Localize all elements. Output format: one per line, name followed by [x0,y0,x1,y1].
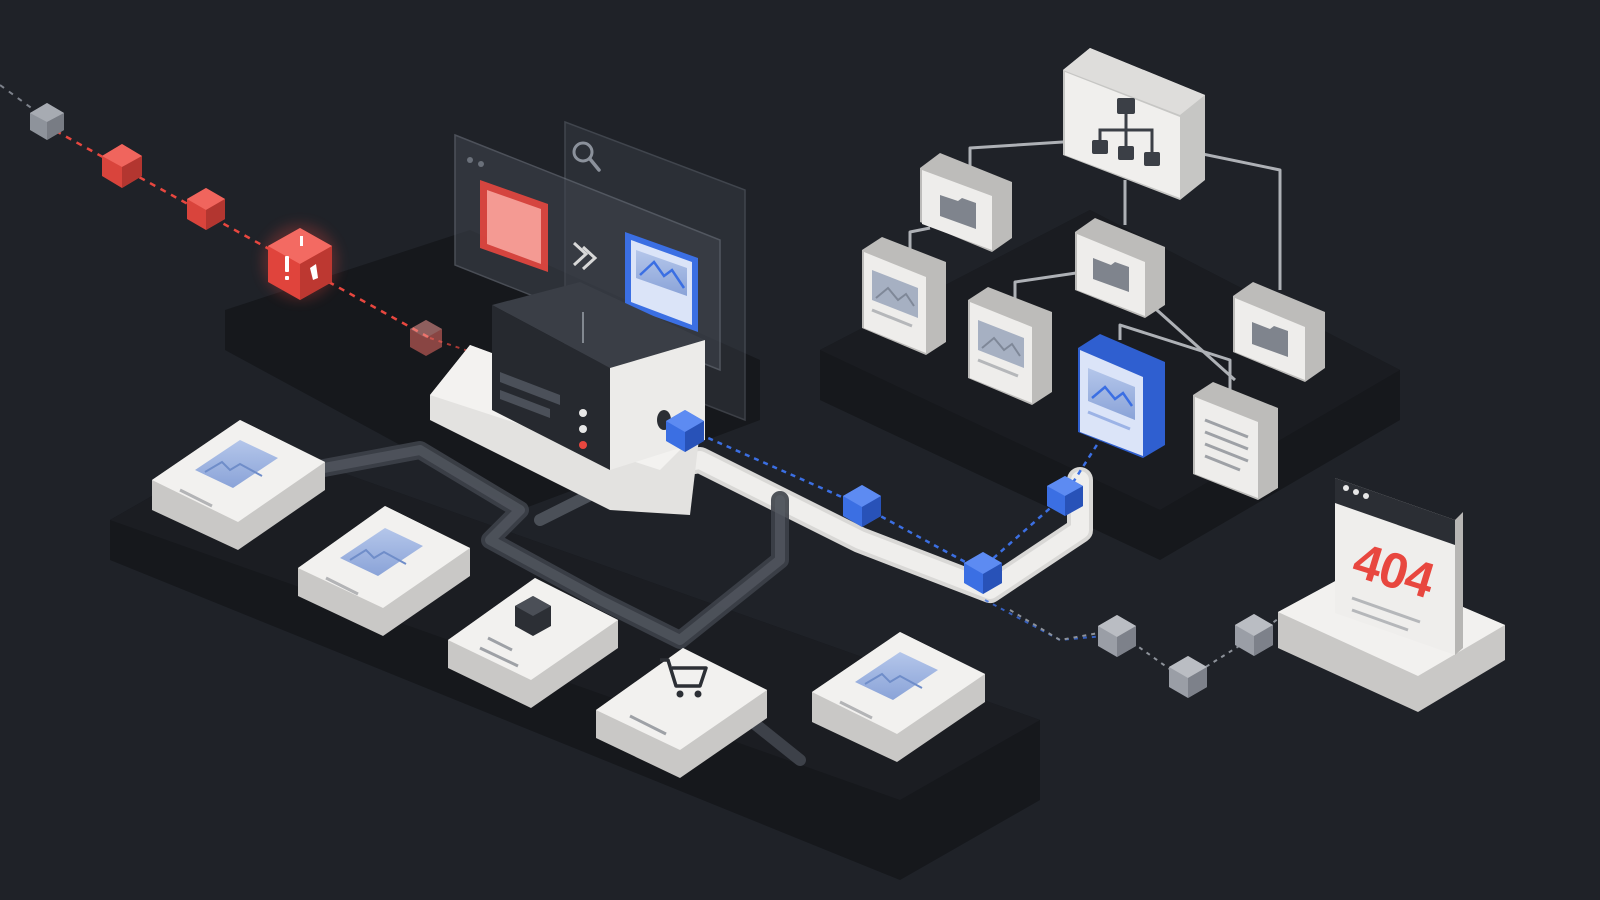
cube-icon [515,596,551,636]
red-packet [187,188,225,230]
grey-packet [1098,615,1136,657]
failed-request-path [0,84,481,356]
sitemap-icon [1063,48,1205,200]
blue-packet [843,485,881,527]
page-card-image [298,506,470,636]
browser-window-icon [1335,478,1463,655]
blue-packet [666,410,704,452]
document-icon [1193,382,1278,500]
page-card-product [448,578,618,708]
image-document-icon [968,287,1052,405]
folder-icon [1233,282,1325,382]
success-request-path [666,410,1116,642]
compare-panel [454,133,721,396]
highlighted-image-document-icon [1078,334,1165,458]
blue-packet [1047,476,1083,516]
dead-end-path [1009,609,1291,698]
image-document-icon [862,237,946,355]
red-packet [102,144,142,188]
page-card-image [152,420,325,550]
page-card-image [812,632,985,762]
red-document-icon [480,180,548,396]
chevron-right-icon [572,241,598,271]
cart-icon [660,658,708,698]
grey-packet [30,103,64,140]
grey-packet [1235,614,1273,656]
page-card-cart [596,648,767,778]
folder-icon [920,153,1012,252]
blue-packet [964,552,1002,594]
folder-icon [1075,218,1165,318]
faded-red-packet [410,320,442,356]
server-icon [430,282,705,515]
search-icon [572,141,601,172]
grey-packet [1169,656,1207,698]
alert-icon [262,224,338,300]
blue-image-document-icon [625,232,698,332]
error-404-page: 404 [1278,478,1505,712]
